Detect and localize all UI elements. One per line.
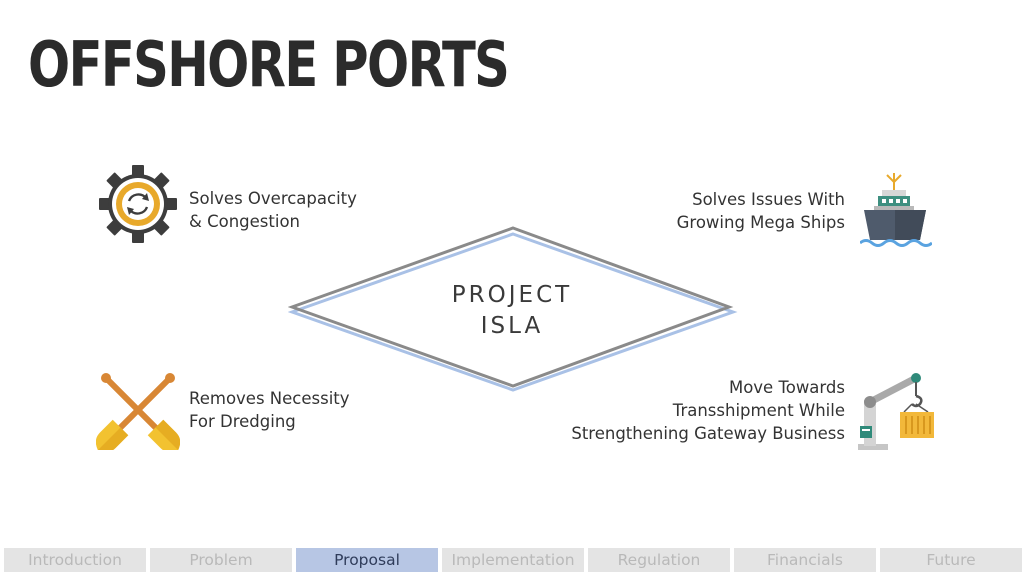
project-label-line1: PROJECT [451,282,573,308]
nav-tab-regulation[interactable]: Regulation [588,548,730,572]
project-label: PROJECT ISLA [412,280,612,342]
cargo-ship-icon [859,170,933,250]
feature-mega-ships: Solves Issues With Growing Mega Ships [677,188,845,234]
project-label-line2: ISLA [480,313,544,339]
feature-text-line: & Congestion [189,212,301,231]
feature-text-line: Growing Mega Ships [676,213,845,232]
nav-tab-financials[interactable]: Financials [734,548,876,572]
nav-tab-implementation[interactable]: Implementation [442,548,584,572]
feature-transshipment: Move Towards Transshipment While Strengt… [571,376,845,445]
feature-text-line: For Dredging [189,412,296,431]
gear-cycle-icon [98,165,178,243]
feature-text-line: Move Towards [728,378,845,397]
project-diamond [287,224,738,396]
nav-tab-future[interactable]: Future [880,548,1022,572]
feature-dredging: Removes Necessity For Dredging [189,387,350,433]
feature-text-line: Solves Overcapacity [189,189,357,208]
slide-title: OFFSHORE PORTS [28,28,510,101]
feature-overcapacity: Solves Overcapacity & Congestion [189,187,357,233]
feature-text-line: Solves Issues With [692,190,845,209]
feature-text-line: Strengthening Gateway Business [571,424,845,443]
nav-tab-problem[interactable]: Problem [150,548,292,572]
section-nav: Introduction Problem Proposal Implementa… [4,548,1022,572]
feature-text-line: Transshipment While [672,401,845,420]
nav-tab-introduction[interactable]: Introduction [4,548,146,572]
crossed-shovels-icon [95,370,181,453]
nav-tab-proposal[interactable]: Proposal [296,548,438,572]
container-crane-icon [852,370,938,452]
feature-text-line: Removes Necessity [189,389,350,408]
